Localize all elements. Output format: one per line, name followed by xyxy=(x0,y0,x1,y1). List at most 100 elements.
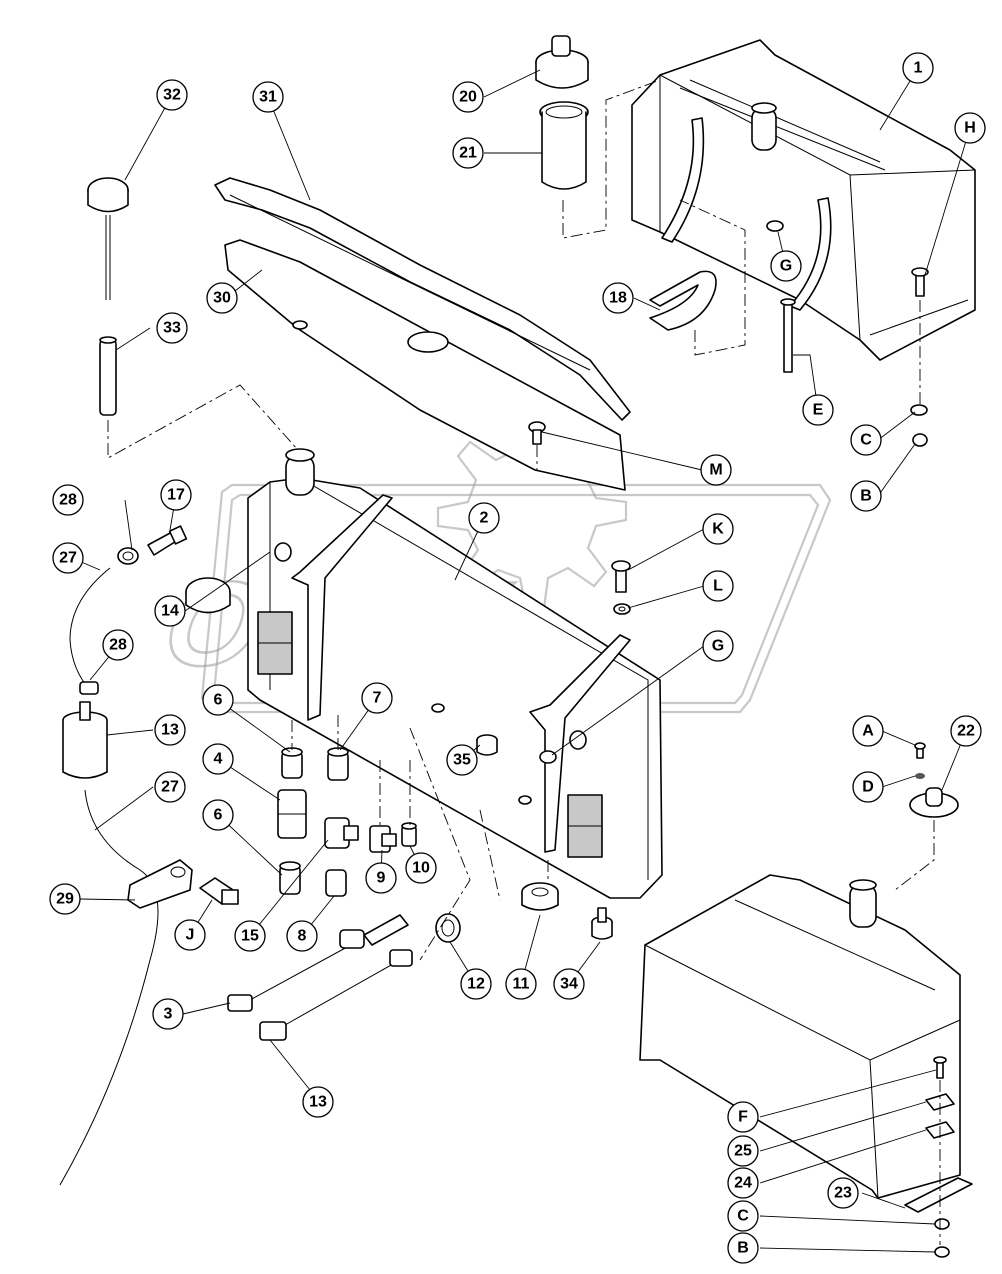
callout-4: 4 xyxy=(202,743,234,775)
part-F-bolt xyxy=(933,1056,947,1079)
callout-6-lower: 6 xyxy=(202,799,234,831)
callout-7: 7 xyxy=(361,682,393,714)
part-8-nipple xyxy=(325,869,347,897)
callout-15: 15 xyxy=(234,920,266,952)
watermark-frame-outer xyxy=(200,483,832,714)
part-D-washer xyxy=(915,773,925,779)
part-15-elbow xyxy=(324,817,359,849)
callout-27-upper: 27 xyxy=(52,542,84,574)
part-10-fitting xyxy=(401,822,417,847)
part-21-strainer xyxy=(539,101,589,190)
svg-text:9: 9 xyxy=(377,870,386,887)
axis-22 xyxy=(894,820,935,891)
part-30-tank-plate xyxy=(224,239,626,491)
axis-dipstick xyxy=(107,384,299,459)
svg-text:10: 10 xyxy=(412,860,430,877)
svg-text:G: G xyxy=(780,258,792,275)
callout-B-lower: B xyxy=(727,1232,759,1264)
part-28-hose-clamp-lower xyxy=(79,681,99,695)
svg-text:23: 23 xyxy=(834,1185,852,1202)
svg-text:28: 28 xyxy=(109,637,127,654)
part-28-hose-clamp-upper xyxy=(117,547,139,565)
svg-text:11: 11 xyxy=(513,976,530,993)
callout-21: 21 xyxy=(452,137,484,169)
callout-13-filter: 13 xyxy=(154,714,186,746)
callout-G-lower: G xyxy=(702,630,734,662)
svg-text:4: 4 xyxy=(214,751,223,768)
part-3-harness xyxy=(227,914,409,1012)
svg-text:13: 13 xyxy=(161,722,179,739)
svg-text:3: 3 xyxy=(164,1006,173,1023)
svg-text:L: L xyxy=(713,578,723,595)
callout-22: 22 xyxy=(950,715,982,747)
callout-24: 24 xyxy=(727,1167,759,1199)
svg-text:H: H xyxy=(964,120,976,137)
svg-text:M: M xyxy=(709,462,722,479)
watermark-frame-inner xyxy=(212,493,820,705)
svg-text:F: F xyxy=(738,1109,748,1126)
callout-34: 34 xyxy=(553,968,585,1000)
svg-text:34: 34 xyxy=(560,976,578,993)
callout-14: 14 xyxy=(154,595,186,627)
callout-18: 18 xyxy=(602,282,634,314)
svg-text:15: 15 xyxy=(241,928,259,945)
part-1-fuel-tank-top xyxy=(631,39,976,361)
callout-32: 32 xyxy=(156,79,188,111)
part-L-washer xyxy=(613,603,631,615)
part-18-tank-strap xyxy=(649,270,717,331)
svg-text:32: 32 xyxy=(163,87,181,104)
callout-35: 35 xyxy=(446,744,478,776)
part-35-plug xyxy=(476,734,498,756)
svg-text:21: 21 xyxy=(459,145,477,162)
callout-27-lower: 27 xyxy=(154,771,186,803)
part-23-strap-plate xyxy=(904,1177,973,1213)
svg-text:A: A xyxy=(862,723,874,740)
callout-8: 8 xyxy=(286,920,318,952)
part-6-adapter-lower xyxy=(279,861,301,895)
svg-text:28: 28 xyxy=(59,492,77,509)
part-17-bleed-fitting xyxy=(147,525,188,556)
callout-20: 20 xyxy=(452,81,484,113)
part-C-washer-lower xyxy=(934,1218,950,1230)
part-fuel-tank-lower xyxy=(639,874,961,1199)
svg-text:27: 27 xyxy=(59,550,77,567)
part-B-nut-upper xyxy=(912,433,928,447)
callout-23: 23 xyxy=(827,1177,859,1209)
callout-J: J xyxy=(174,919,206,951)
part-12-bushing xyxy=(435,913,461,943)
svg-text:22: 22 xyxy=(957,723,975,740)
callout-31: 31 xyxy=(252,81,284,113)
callout-9: 9 xyxy=(365,862,397,894)
callout-K: K xyxy=(702,513,734,545)
part-27-hose-upper xyxy=(69,567,111,691)
callout-C-upper: C xyxy=(850,424,882,456)
svg-text:12: 12 xyxy=(467,976,485,993)
svg-text:1: 1 xyxy=(914,60,923,77)
callout-25: 25 xyxy=(727,1135,759,1167)
part-27-hose-lower xyxy=(59,789,159,1186)
part-6-adapter-upper xyxy=(281,747,303,779)
callout-10: 10 xyxy=(405,852,437,884)
part-J-bolt xyxy=(199,877,239,905)
svg-text:C: C xyxy=(860,432,872,449)
callout-13-harness: 13 xyxy=(302,1086,334,1118)
svg-text:18: 18 xyxy=(609,290,627,307)
svg-text:20: 20 xyxy=(459,89,477,106)
callout-L: L xyxy=(702,570,734,602)
axis-cap-tank xyxy=(562,79,661,239)
callout-12: 12 xyxy=(460,968,492,1000)
axis-fittings xyxy=(291,715,411,825)
svg-text:17: 17 xyxy=(167,487,185,504)
part-4-coupling xyxy=(277,789,307,839)
svg-text:6: 6 xyxy=(214,807,223,824)
callout-28-lower: 28 xyxy=(102,629,134,661)
part-M-bolt xyxy=(528,421,546,445)
part-14-drain-plug xyxy=(185,577,231,614)
svg-text:13: 13 xyxy=(309,1094,327,1111)
callout-A: A xyxy=(852,715,884,747)
callout-11: 11 xyxy=(505,968,537,1000)
svg-text:D: D xyxy=(862,779,874,796)
callout-29: 29 xyxy=(49,883,81,915)
callout-C-lower: C xyxy=(727,1200,759,1232)
